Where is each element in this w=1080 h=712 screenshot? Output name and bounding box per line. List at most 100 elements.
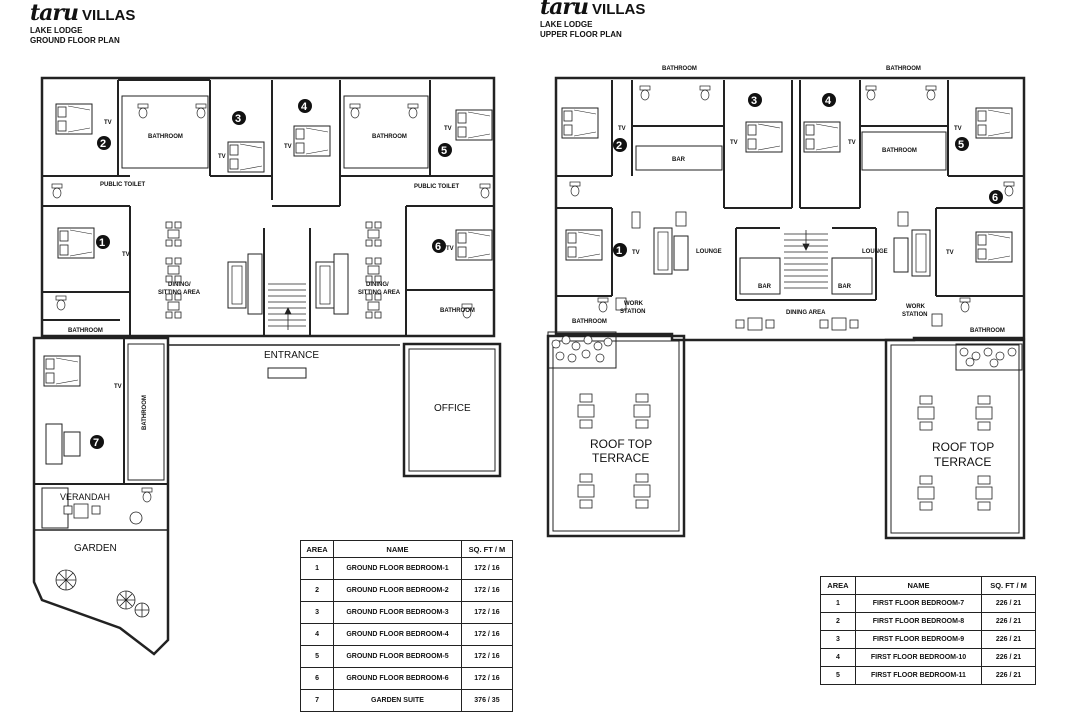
name-cell: GROUND FLOOR BEDROOM-5: [333, 645, 462, 668]
room-number: 1: [99, 237, 105, 249]
ground-floor-plan: BATHROOM BATHROOM PUBLIC TOILET PUBLIC T…: [32, 76, 502, 656]
room-number: 4: [301, 101, 308, 113]
bathroom-label: BATHROOM: [886, 66, 921, 72]
lounge-label: LOUNGE: [696, 249, 722, 255]
public-toilet-label: PUBLIC TOILET: [100, 182, 146, 188]
size-cell: 172 / 16: [460, 623, 514, 646]
table-header-row: AREA NAME SQ. FT / M: [820, 576, 1036, 595]
area-cell: 2: [820, 612, 856, 631]
tv-label: TV: [284, 144, 292, 150]
room-number: 1: [616, 245, 622, 257]
garden-label: GARDEN: [74, 543, 117, 554]
ground-floor-header: taru VILLAS LAKE LODGE GROUND FLOOR PLAN: [30, 0, 135, 46]
roof-terrace-label: ROOF TOP: [932, 440, 994, 454]
work-station-label: WORK: [906, 304, 926, 310]
bathroom-label: BATHROOM: [572, 319, 607, 325]
size-cell: 226 / 21: [981, 612, 1036, 631]
work-station-label: STATION: [902, 312, 927, 318]
bar-label: BAR: [838, 284, 852, 290]
name-cell: FIRST FLOOR BEDROOM-9: [854, 630, 983, 649]
bathroom-label: BATHROOM: [372, 134, 407, 140]
area-cell: 6: [299, 667, 335, 690]
lounge-label: LOUNGE: [862, 249, 888, 255]
dining-label: SITTING AREA: [158, 290, 201, 296]
area-cell: 1: [820, 594, 856, 613]
area-cell: 2: [299, 579, 335, 602]
size-cell: 226 / 21: [981, 648, 1036, 667]
room-number: 2: [616, 140, 622, 152]
verandah-label: VERANDAH: [60, 492, 110, 502]
name-cell: FIRST FLOOR BEDROOM-7: [854, 594, 983, 613]
lodge-name: LAKE LODGE: [30, 26, 83, 35]
tv-label: TV: [218, 154, 226, 160]
tv-label: TV: [114, 384, 122, 390]
name-cell: GROUND FLOOR BEDROOM-2: [333, 579, 462, 602]
size-cell: 172 / 16: [460, 601, 514, 624]
size-cell: 172 / 16: [460, 645, 514, 668]
name-cell: FIRST FLOOR BEDROOM-11: [854, 666, 983, 685]
room-number: 6: [992, 192, 998, 204]
tv-label: TV: [730, 140, 738, 146]
name-cell: GROUND FLOOR BEDROOM-4: [333, 623, 462, 646]
bathroom-label: BATHROOM: [68, 328, 103, 334]
work-station-label: STATION: [620, 309, 645, 315]
size-cell: 376 / 35: [460, 689, 514, 712]
roof-terrace-label: ROOF TOP: [590, 437, 652, 451]
tv-label: TV: [104, 120, 112, 126]
table-header-row: AREA NAME SQ. FT / M: [299, 540, 514, 558]
work-station-label: WORK: [624, 301, 644, 307]
area-cell: 1: [299, 557, 335, 580]
bar-label: BAR: [758, 284, 772, 290]
plan-title: UPPER FLOOR PLAN: [540, 30, 622, 39]
bathroom-label: BATHROOM: [440, 308, 475, 314]
room-number: 4: [825, 95, 832, 107]
name-cell: FIRST FLOOR BEDROOM-8: [854, 612, 983, 631]
room-number: 2: [100, 138, 106, 150]
bathroom-label: BATHROOM: [142, 395, 148, 430]
size-cell: 226 / 21: [981, 594, 1036, 613]
dining-area-label: DINING AREA: [786, 310, 826, 316]
bathroom-label: BATHROOM: [970, 328, 1005, 334]
size-cell: 172 / 16: [460, 579, 514, 602]
name-cell: GROUND FLOOR BEDROOM-6: [333, 667, 462, 690]
entrance-label: ENTRANCE: [264, 350, 319, 361]
tv-label: TV: [446, 246, 454, 252]
roof-terrace-label: TERRACE: [592, 451, 649, 465]
room-number-markers: 1 2 3 4 5 6: [613, 93, 1003, 257]
name-cell: GARDEN SUITE: [333, 689, 462, 712]
brand-word: VILLAS: [592, 1, 646, 18]
tv-label: TV: [946, 250, 954, 256]
dining-label: DINING/: [366, 282, 389, 288]
size-cell: 172 / 16: [460, 667, 514, 690]
bathroom-label: BATHROOM: [148, 134, 183, 140]
column-header-name: NAME: [333, 540, 462, 558]
upper-floor-plan: BATHROOM BATHROOM BAR BATHROOM LOUNGE LO…: [546, 66, 1026, 540]
room-number: 3: [235, 113, 241, 125]
room-number: 5: [441, 145, 447, 157]
column-header-size: SQ. FT / M: [460, 540, 514, 558]
room-number: 3: [751, 95, 757, 107]
brand-word: VILLAS: [82, 7, 136, 24]
area-cell: 3: [299, 601, 335, 624]
roof-terrace-label: TERRACE: [934, 455, 991, 469]
tv-label: TV: [618, 126, 626, 132]
name-cell: GROUND FLOOR BEDROOM-1: [333, 557, 462, 580]
brand-logo: taru VILLAS: [540, 0, 645, 20]
tv-label: TV: [632, 250, 640, 256]
column-header-name: NAME: [854, 576, 983, 595]
upper-floor-header: taru VILLAS LAKE LODGE UPPER FLOOR PLAN: [540, 0, 645, 40]
name-cell: FIRST FLOOR BEDROOM-10: [854, 648, 983, 667]
brand-script: taru: [540, 0, 589, 20]
bar-label: BAR: [672, 157, 686, 163]
